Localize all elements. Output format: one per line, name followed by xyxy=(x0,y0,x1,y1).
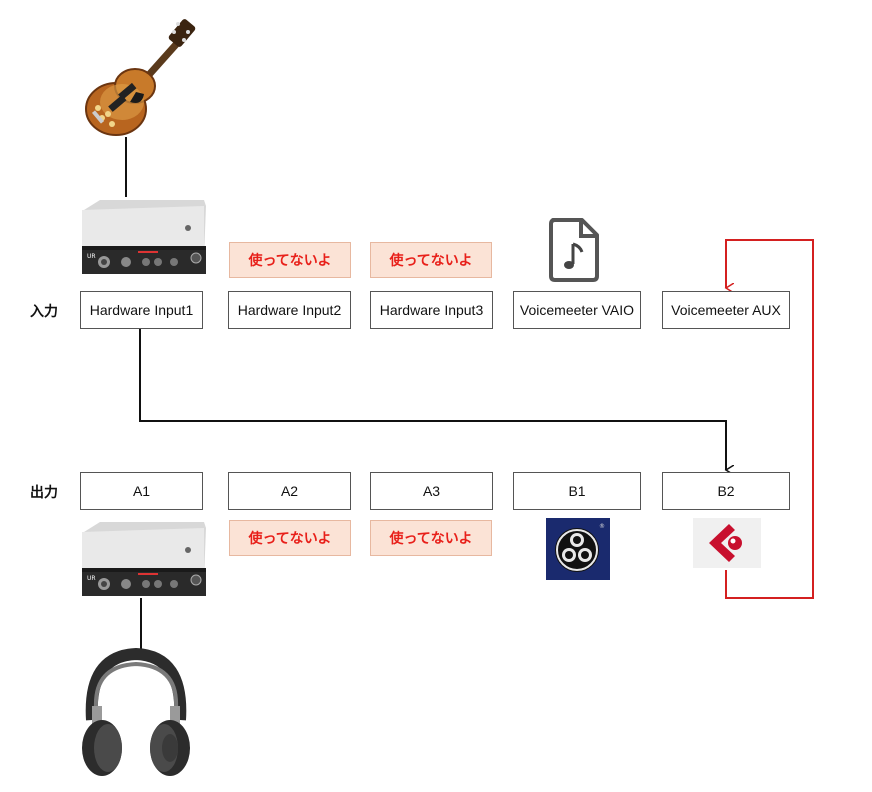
output-row-label: 出力 xyxy=(30,485,58,501)
svg-text:UR: UR xyxy=(87,575,96,582)
input-hardware-1: Hardware Input1 xyxy=(80,291,203,329)
route-input1-to-b2 xyxy=(139,329,726,470)
output-b2: B2 xyxy=(662,472,790,510)
input-hardware-3: Hardware Input3 xyxy=(370,291,493,329)
unused-badge-a3: 使ってないよ xyxy=(370,520,492,556)
obs-logo-icon: ® xyxy=(546,518,610,580)
headphones-icon xyxy=(82,648,190,776)
audio-interface-icon-output: UR xyxy=(82,522,206,596)
guitar-icon xyxy=(85,19,196,136)
loopback-b2-to-aux xyxy=(726,239,814,599)
svg-text:UR: UR xyxy=(87,253,96,260)
cubase-logo-icon xyxy=(693,518,761,568)
output-a3: A3 xyxy=(370,472,493,510)
svg-text:®: ® xyxy=(599,523,605,530)
music-file-icon xyxy=(549,218,599,282)
unused-badge-input2: 使ってないよ xyxy=(229,242,351,278)
output-a1: A1 xyxy=(80,472,203,510)
input-row-label: 入力 xyxy=(30,304,58,320)
input-hardware-2: Hardware Input2 xyxy=(228,291,351,329)
unused-badge-input3: 使ってないよ xyxy=(370,242,492,278)
input-voicemeeter-aux: Voicemeeter AUX xyxy=(662,291,790,329)
output-a2: A2 xyxy=(228,472,351,510)
unused-badge-a2: 使ってないよ xyxy=(229,520,351,556)
output-b1: B1 xyxy=(513,472,641,510)
audio-interface-icon: UR xyxy=(82,200,206,274)
input-voicemeeter-vaio: Voicemeeter VAIO xyxy=(513,291,641,329)
